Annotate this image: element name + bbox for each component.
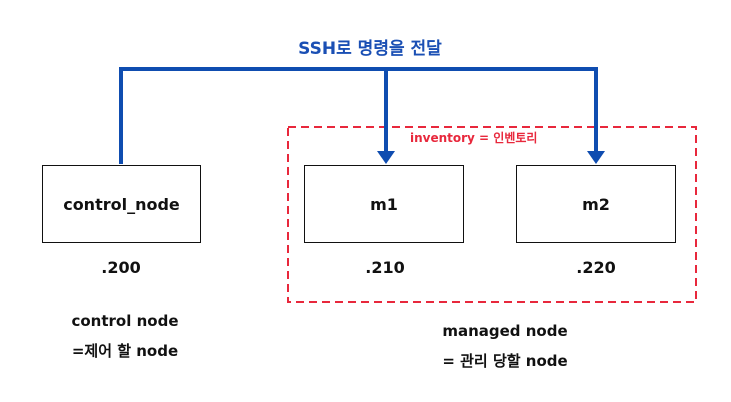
m2-node-ip: .220 [576, 258, 616, 277]
m2-node-box: m2 [516, 165, 676, 243]
ssh-connector-line [119, 67, 598, 164]
control-node-ip: .200 [101, 258, 141, 277]
inventory-region [287, 126, 697, 303]
managed-caption-line1: managed node [442, 322, 568, 340]
arrowhead-m2 [587, 151, 605, 164]
diagram-title: SSH로 명령을 전달 [298, 39, 442, 59]
control-node-box: control_node [42, 165, 201, 243]
m1-node-label: m1 [370, 194, 398, 214]
control-caption-line1: control node [71, 312, 179, 330]
control-node-label: control_node [63, 194, 180, 214]
inventory-label: inventory = 인벤토리 [408, 129, 540, 146]
control-caption-line2: =제어 할 node [71, 342, 179, 360]
m1-node-ip: .210 [365, 258, 405, 277]
managed-node-caption: managed node = 관리 당할 node [400, 316, 610, 376]
m1-node-box: m1 [304, 165, 464, 243]
arrowhead-m1 [377, 151, 395, 164]
m2-node-label: m2 [582, 194, 610, 214]
control-node-caption: control node =제어 할 node [40, 306, 210, 366]
managed-caption-line2: = 관리 당할 node [442, 352, 568, 370]
